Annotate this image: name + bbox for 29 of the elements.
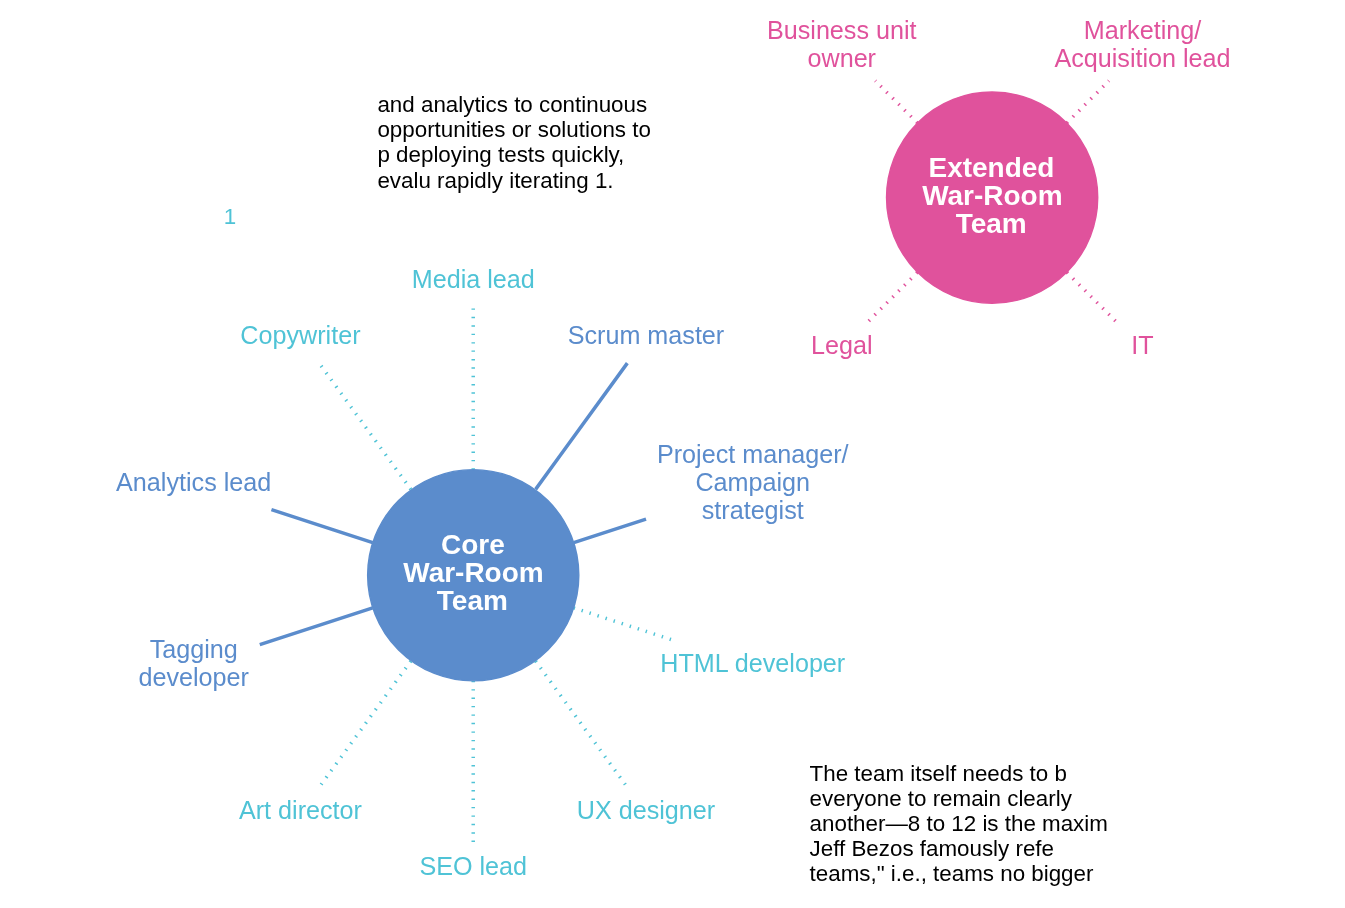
connector bbox=[270, 508, 373, 545]
node-text: Tagging developer bbox=[137, 635, 249, 692]
label: and analytics to continuous opportunities or solutions to p deploying tests quickly, evalu rapidly iterating 1. bbox=[376, 92, 651, 193]
node-text: Scrum master bbox=[567, 320, 724, 349]
node-text: Analytics lead bbox=[115, 467, 271, 496]
node-text: Legal bbox=[810, 331, 873, 360]
node-text: Business unit owner bbox=[766, 16, 917, 73]
node-circle: Extended War-Room Team bbox=[885, 91, 1098, 304]
label: The team itself needs to b everyone to remain clearly another—8 to 12 is the maxim Jeff Bezos famously refe teams," i.e., teams no bigger bbox=[809, 760, 1108, 887]
node-text: SEO lead bbox=[418, 852, 527, 881]
node-text: Marketing/ Acquisition lead bbox=[1053, 16, 1231, 73]
connector bbox=[572, 517, 647, 545]
connector bbox=[873, 79, 919, 125]
node-text: HTML developer bbox=[659, 649, 845, 678]
connector bbox=[317, 362, 412, 491]
node-text: UX designer bbox=[576, 796, 715, 825]
node-circle: Core War-Room Team bbox=[366, 468, 580, 682]
connector bbox=[317, 660, 412, 789]
connector bbox=[258, 606, 373, 647]
node-text: Art director bbox=[238, 796, 362, 825]
connector bbox=[1065, 271, 1118, 324]
label: 1 bbox=[223, 203, 236, 229]
node-text: Project manager/ Campaign strategist bbox=[656, 439, 849, 524]
connector bbox=[1065, 79, 1110, 125]
connector bbox=[471, 680, 475, 844]
node-text: IT bbox=[1130, 331, 1154, 360]
node-text: Media lead bbox=[411, 264, 535, 293]
node-text: Copywriter bbox=[239, 320, 361, 349]
connector bbox=[533, 362, 629, 491]
